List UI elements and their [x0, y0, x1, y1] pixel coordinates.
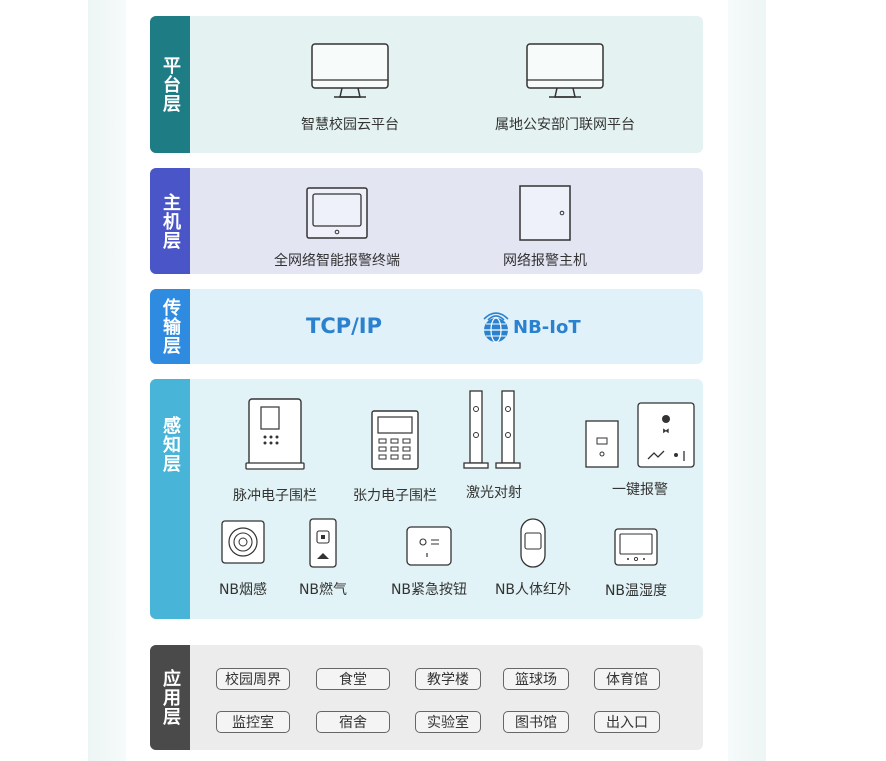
application-layer-label: 应用层: [160, 669, 181, 726]
nb-iot-globe-icon: [483, 312, 509, 343]
caption: 张力电子围栏: [353, 488, 437, 504]
transport-layer: 传输层 TCP/IP NB-IoT: [150, 289, 703, 364]
caption: NB人体红外: [494, 582, 572, 598]
nb-temperature-humidity: NB温湿度: [596, 527, 676, 600]
tension-fence-icon: [371, 410, 419, 470]
alarm-terminal-icon: [306, 187, 368, 239]
one-key-alarm: ⧓ 一键报警: [565, 401, 703, 499]
smart-alarm-terminal: 全网络智能报警终端: [262, 186, 412, 270]
caption: NB温湿度: [604, 583, 668, 599]
place-tag: 出入口: [594, 711, 660, 733]
platform-layer: 平台层 智慧校园云平台 属地公安部门联网平台: [150, 16, 703, 153]
one-key-alarm-icon: ⧓: [585, 402, 695, 468]
smoke-detector-icon: [221, 520, 265, 564]
caption: 属地公安部门联网平台: [495, 117, 635, 133]
laser-beam-detector: 激光对射: [452, 389, 536, 502]
caption: 一键报警: [612, 482, 668, 498]
caption: 智慧校园云平台: [301, 117, 399, 133]
host-layer: 主机层 全网络智能报警终端 网络报警主机: [150, 168, 703, 274]
nb-iot-label: NB-IoT: [513, 317, 581, 338]
caption: NB燃气: [298, 582, 348, 598]
platform-layer-tag: 平台层: [150, 16, 190, 153]
place-tag: 实验室: [415, 711, 481, 733]
monitor-icon: [526, 43, 604, 98]
place-tag: 教学楼: [415, 668, 481, 690]
application-layer-tag: 应用层: [150, 645, 190, 750]
nb-emergency-button: NB紧急按钮: [374, 525, 484, 599]
pulse-fence-icon: [245, 398, 305, 470]
place-tag: 图书馆: [503, 711, 569, 733]
place-tag: 监控室: [216, 711, 290, 733]
place-tag: 体育馆: [594, 668, 660, 690]
host-layer-tag: 主机层: [150, 168, 190, 274]
place-tag: 校园周界: [216, 668, 290, 690]
svg-text:⧓: ⧓: [663, 427, 670, 435]
transport-layer-label: 传输层: [160, 298, 181, 355]
thermo-hygrometer-icon: [614, 528, 658, 566]
laser-beam-icon: [463, 390, 521, 469]
sensing-layer-label: 感知层: [160, 415, 181, 473]
transport-layer-tag: 传输层: [150, 289, 190, 364]
left-background: [88, 0, 126, 761]
caption: 网络报警主机: [503, 253, 587, 269]
tension-electric-fence: 张力电子围栏: [340, 409, 450, 505]
caption: NB紧急按钮: [390, 582, 468, 598]
sensing-layer-tag: 感知层: [150, 379, 190, 619]
caption: 全网络智能报警终端: [274, 253, 400, 269]
alarm-host-icon: [519, 185, 571, 241]
application-layer: 应用层 校园周界 食堂 教学楼 篮球场 体育馆 监控室 宿舍 实验室 图书馆 出…: [150, 645, 703, 750]
public-security-network-platform: 属地公安部门联网平台: [470, 42, 660, 134]
caption: 激光对射: [466, 485, 522, 501]
gas-detector-icon: [309, 518, 337, 568]
right-background: [728, 0, 766, 761]
sensing-layer: 感知层 脉冲电子围栏 张力电子围栏: [150, 379, 703, 619]
caption: NB烟感: [218, 582, 268, 598]
place-tag: 篮球场: [503, 668, 569, 690]
monitor-icon: [311, 43, 389, 98]
nb-smoke-detector: NB烟感: [208, 519, 278, 599]
pulse-electric-fence: 脉冲电子围栏: [220, 397, 330, 505]
place-tag: 宿舍: [316, 711, 390, 733]
network-alarm-host: 网络报警主机: [490, 184, 600, 270]
smart-campus-cloud-platform: 智慧校园云平台: [270, 42, 430, 134]
tcp-ip-label: TCP/IP: [306, 314, 383, 338]
infrared-sensor-icon: [520, 518, 546, 568]
caption: 脉冲电子围栏: [233, 488, 317, 504]
host-layer-label: 主机层: [160, 192, 181, 250]
nb-gas-detector: NB燃气: [288, 517, 358, 599]
nb-human-infrared: NB人体红外: [488, 517, 578, 599]
platform-layer-label: 平台层: [160, 56, 181, 113]
emergency-button-icon: [406, 526, 452, 566]
place-tag: 食堂: [316, 668, 390, 690]
